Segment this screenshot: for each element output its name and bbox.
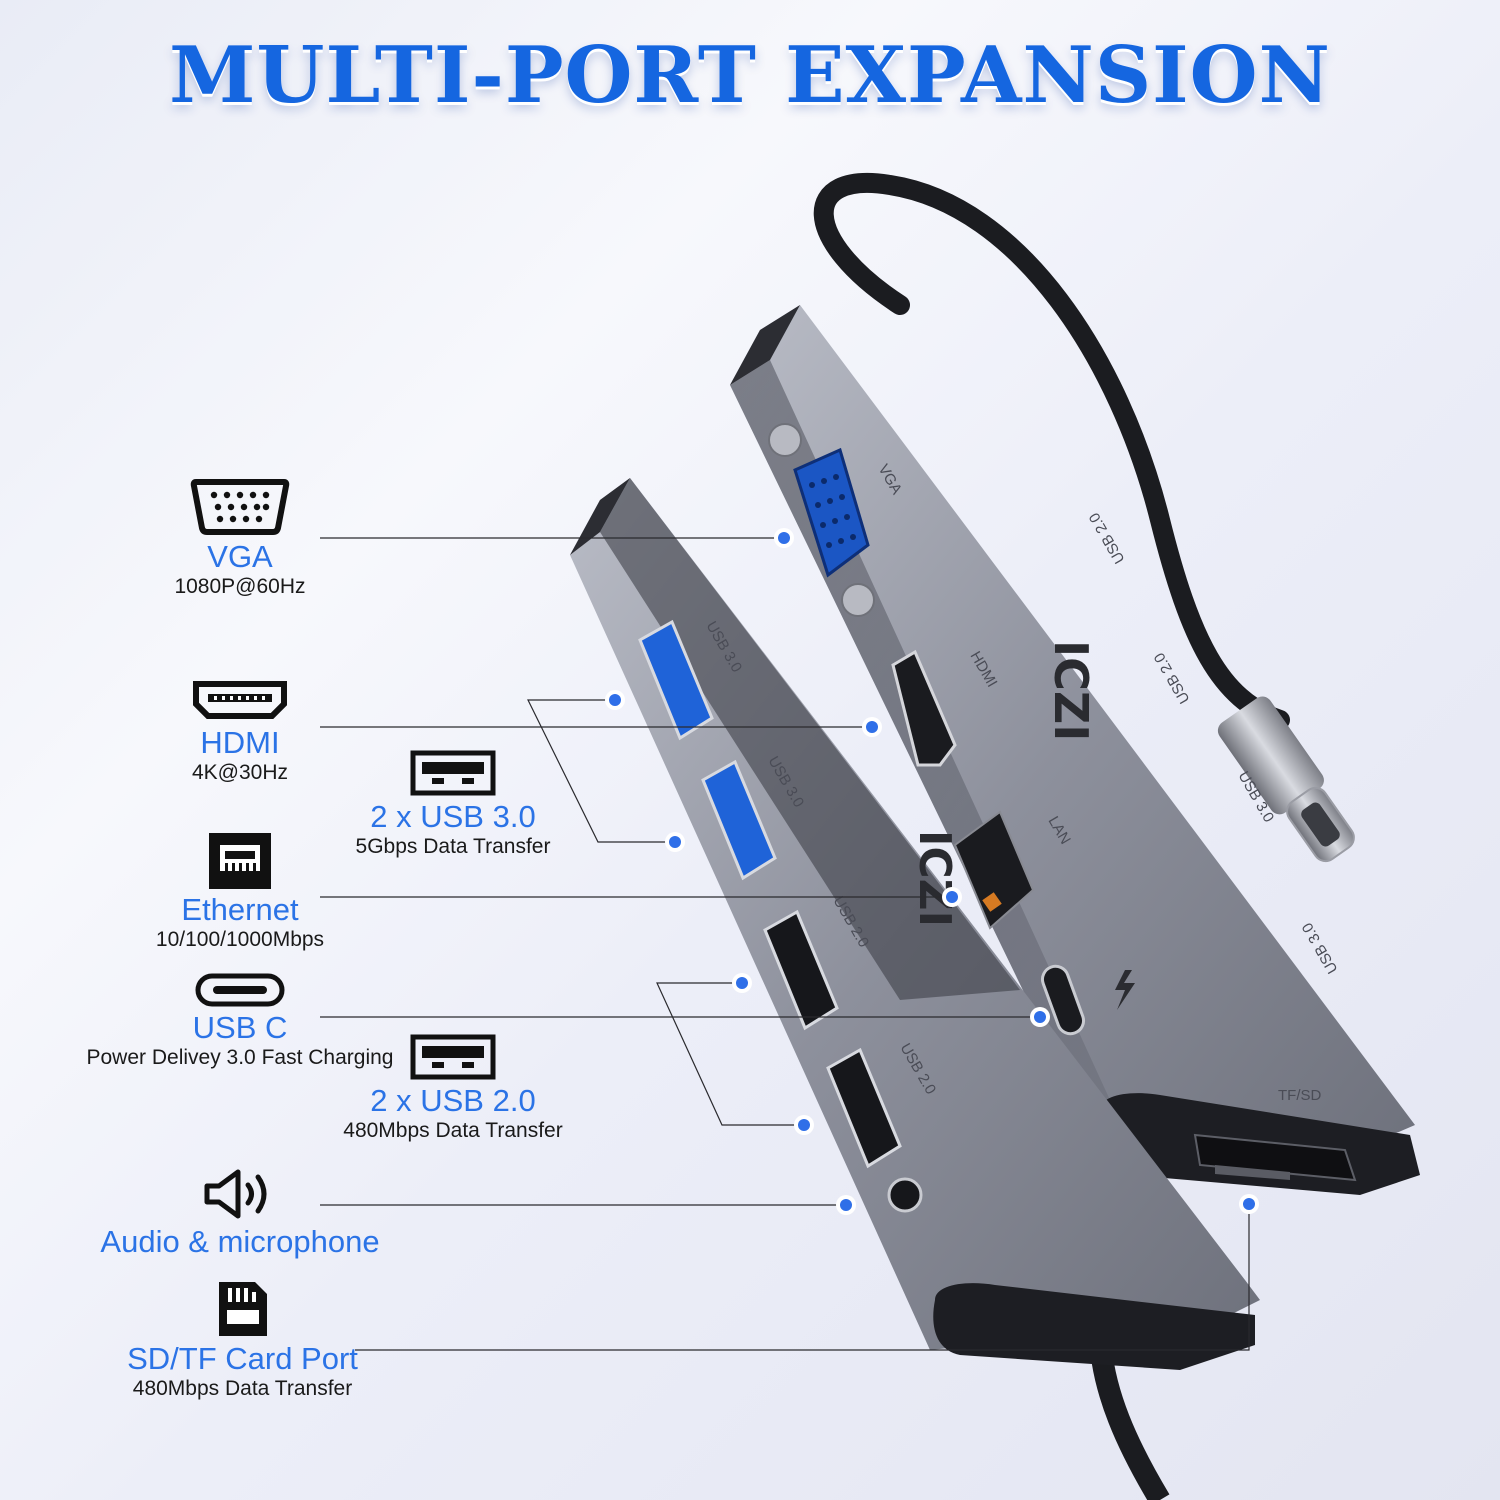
feature-usbc: USB C Power Delivey 3.0 Fast Charging (70, 973, 410, 1071)
brand-logo-upper: ICZI (1044, 640, 1098, 741)
hdmi-icon (193, 681, 287, 719)
usb20-title: 2 x USB 2.0 (370, 1083, 536, 1118)
callout-lines (320, 537, 1250, 1351)
usb-a-icon (410, 750, 496, 796)
feature-ethernet: Ethernet 10/100/1000Mbps (110, 833, 370, 953)
speaker-icon (204, 1169, 267, 1219)
feature-sd: SD/TF Card Port 480Mbps Data Transfer (100, 1280, 385, 1402)
sd-spec: 480Mbps Data Transfer (132, 1377, 353, 1400)
usbc-title: USB C (192, 1010, 288, 1045)
sd-title: SD/TF Card Port (127, 1341, 358, 1376)
page-title: MULTI-PORT EXPANSION (169, 30, 1331, 121)
port-label-top-usb30-b: USB 3.0 (1299, 920, 1342, 977)
ethernet-title: Ethernet (181, 892, 299, 927)
usbc-spec: Power Delivey 3.0 Fast Charging (86, 1046, 394, 1069)
hub-upper: ICZI VGA HDMI LAN USB 2.0 USB 2.0 USB 3.… (730, 305, 1420, 1195)
hdmi-spec: 4K@30Hz (191, 761, 289, 784)
port-label-top-usb20-a: USB 2.0 (1086, 510, 1129, 567)
feature-vga: VGA 1080P@60Hz (140, 478, 340, 600)
usb20-spec: 480Mbps Data Transfer (343, 1119, 563, 1142)
usb30-spec: 5Gbps Data Transfer (355, 835, 551, 858)
hdmi-title: HDMI (200, 725, 280, 760)
usb30-title: 2 x USB 3.0 (370, 799, 536, 834)
usb-c-icon (195, 973, 285, 1007)
usb-c-plug (1217, 696, 1355, 863)
feature-usb20: 2 x USB 2.0 480Mbps Data Transfer (323, 1034, 583, 1144)
port-label-top-usb20-b: USB 2.0 (1151, 650, 1194, 707)
brand-logo-lower: ICZI (909, 830, 960, 927)
feature-hdmi: HDMI 4K@30Hz (140, 680, 340, 786)
vga-icon (190, 479, 290, 535)
ethernet-spec: 10/100/1000Mbps (155, 928, 325, 951)
port-label-tfsd: TF/SD (1278, 1087, 1321, 1104)
vga-title: VGA (207, 539, 273, 574)
audio-title: Audio & microphone (100, 1224, 380, 1259)
usb-a-icon (410, 1034, 496, 1080)
ethernet-icon (209, 833, 271, 889)
callout-dots (605, 528, 1259, 1215)
sd-card-icon (218, 1282, 267, 1336)
feature-audio: Audio & microphone (90, 1167, 390, 1259)
feature-usb30: 2 x USB 3.0 5Gbps Data Transfer (333, 750, 573, 860)
usb-c-cable (813, 173, 1290, 730)
vga-spec: 1080P@60Hz (174, 575, 306, 598)
hub-lower: ICZI USB 3.0 USB 3.0 USB 2.0 USB 2.0 (570, 478, 1260, 1370)
